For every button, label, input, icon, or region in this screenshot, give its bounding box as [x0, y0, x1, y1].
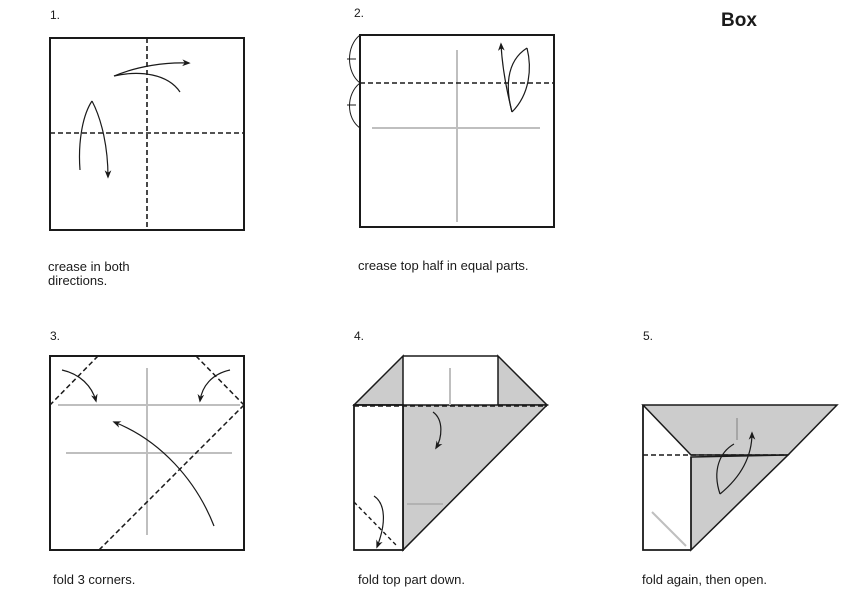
step-4-diagram	[352, 354, 549, 552]
step-3-arrow-top-left	[61, 369, 98, 403]
step-5-diagram	[641, 404, 839, 552]
step-3-caption: fold 3 corners.	[53, 572, 136, 587]
step-2-caption: crease top half in equal parts.	[358, 258, 529, 273]
step-3-fold-diagonal	[98, 404, 245, 551]
step-4-arrow-corner	[373, 495, 384, 549]
step-3-diagram	[49, 355, 245, 551]
step-4-number: 4.	[354, 329, 365, 343]
step-1-arrow-right	[113, 59, 191, 77]
step-3-number: 3.	[50, 329, 61, 343]
step-4-left-flap	[352, 354, 404, 406]
step-2-arrow-tail	[511, 47, 530, 113]
step-5-arrow-tail	[716, 443, 735, 495]
step-5-left-edge	[642, 405, 691, 551]
step-4-diagonal-flap	[402, 404, 549, 552]
step-4-right-flap	[497, 354, 549, 406]
step-4-left-strip	[353, 404, 404, 551]
step-5-lower-flap	[690, 454, 790, 552]
step-1-caption: crease in both directions.	[48, 259, 130, 288]
step-1-arrow-down	[91, 100, 112, 179]
step-1-number: 1.	[50, 8, 61, 22]
step-3-fold-top-right	[195, 355, 245, 406]
step-2-number: 2.	[354, 6, 365, 20]
step-4-caption: fold top part down.	[358, 572, 465, 587]
step-1-diagram	[49, 37, 245, 231]
diagram-title: Box	[721, 10, 757, 31]
step-4-arrow-down	[432, 411, 443, 450]
step-2-equal-parts-bracket	[349, 34, 361, 129]
step-5-number: 5.	[643, 329, 654, 343]
step-2-diagram	[347, 34, 555, 228]
step-5-crease-diagonal	[651, 511, 687, 547]
step-5-top-band	[641, 404, 839, 456]
step-4-corner-fold	[353, 501, 397, 546]
step-3-arrow-top-right	[197, 369, 231, 403]
step-3-arrow-diagonal	[112, 421, 215, 527]
step-1-arrow-tail-down	[78, 100, 93, 171]
step-3-fold-top-left	[49, 355, 99, 406]
step-1-arrow-tail-right	[113, 72, 181, 93]
step-5-arrow-up	[719, 431, 756, 495]
step-2-arrow-up	[497, 42, 513, 113]
step-5-caption: fold again, then open.	[642, 572, 768, 587]
